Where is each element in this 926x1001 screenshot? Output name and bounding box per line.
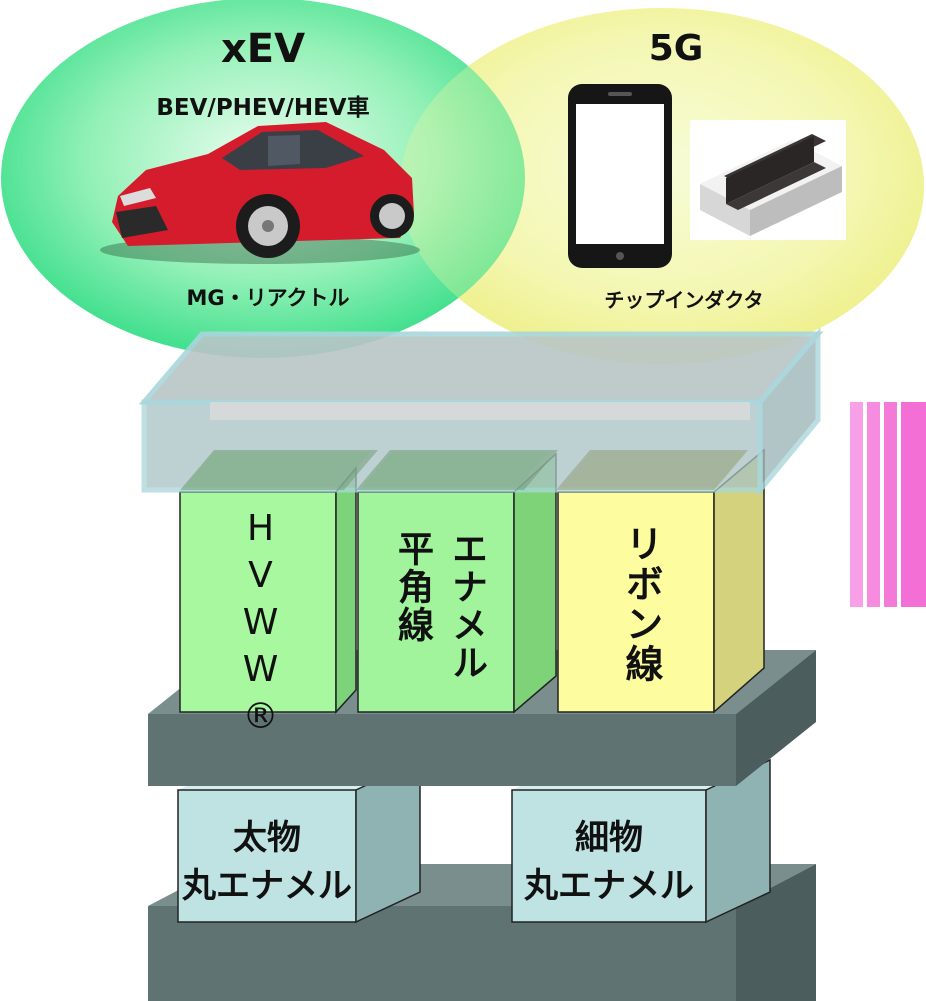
thick-round-label-1: 太物 [233,818,301,858]
hvww-label: HVWW® [240,508,281,743]
5g-title: 5G [648,28,704,69]
5g-caption: チップインダクタ [604,288,764,312]
thin-round-enamel-box [511,758,771,924]
enamel-flat-box [357,452,557,714]
smartphone-icon [568,84,672,268]
xev-title: xEV [220,26,306,72]
enamel-flat-label-1: エナメル [446,530,487,682]
car-icon [100,122,420,264]
thick-round-label-2: 丸エナメル [182,866,352,906]
enamel-flat-label-2: 平角線 [392,530,433,644]
thin-round-label-2: 丸エナメル [524,866,694,906]
glass-tray [138,327,824,497]
ribbon-label: リボン線 [619,524,663,684]
xev-subtitle: BEV/PHEV/HEV車 [156,95,370,121]
xev-caption: MG・リアクトル [186,286,350,310]
chip-inductor-icon [690,120,846,240]
pink-stripes [850,402,926,607]
thin-round-label-1: 細物 [575,818,643,858]
